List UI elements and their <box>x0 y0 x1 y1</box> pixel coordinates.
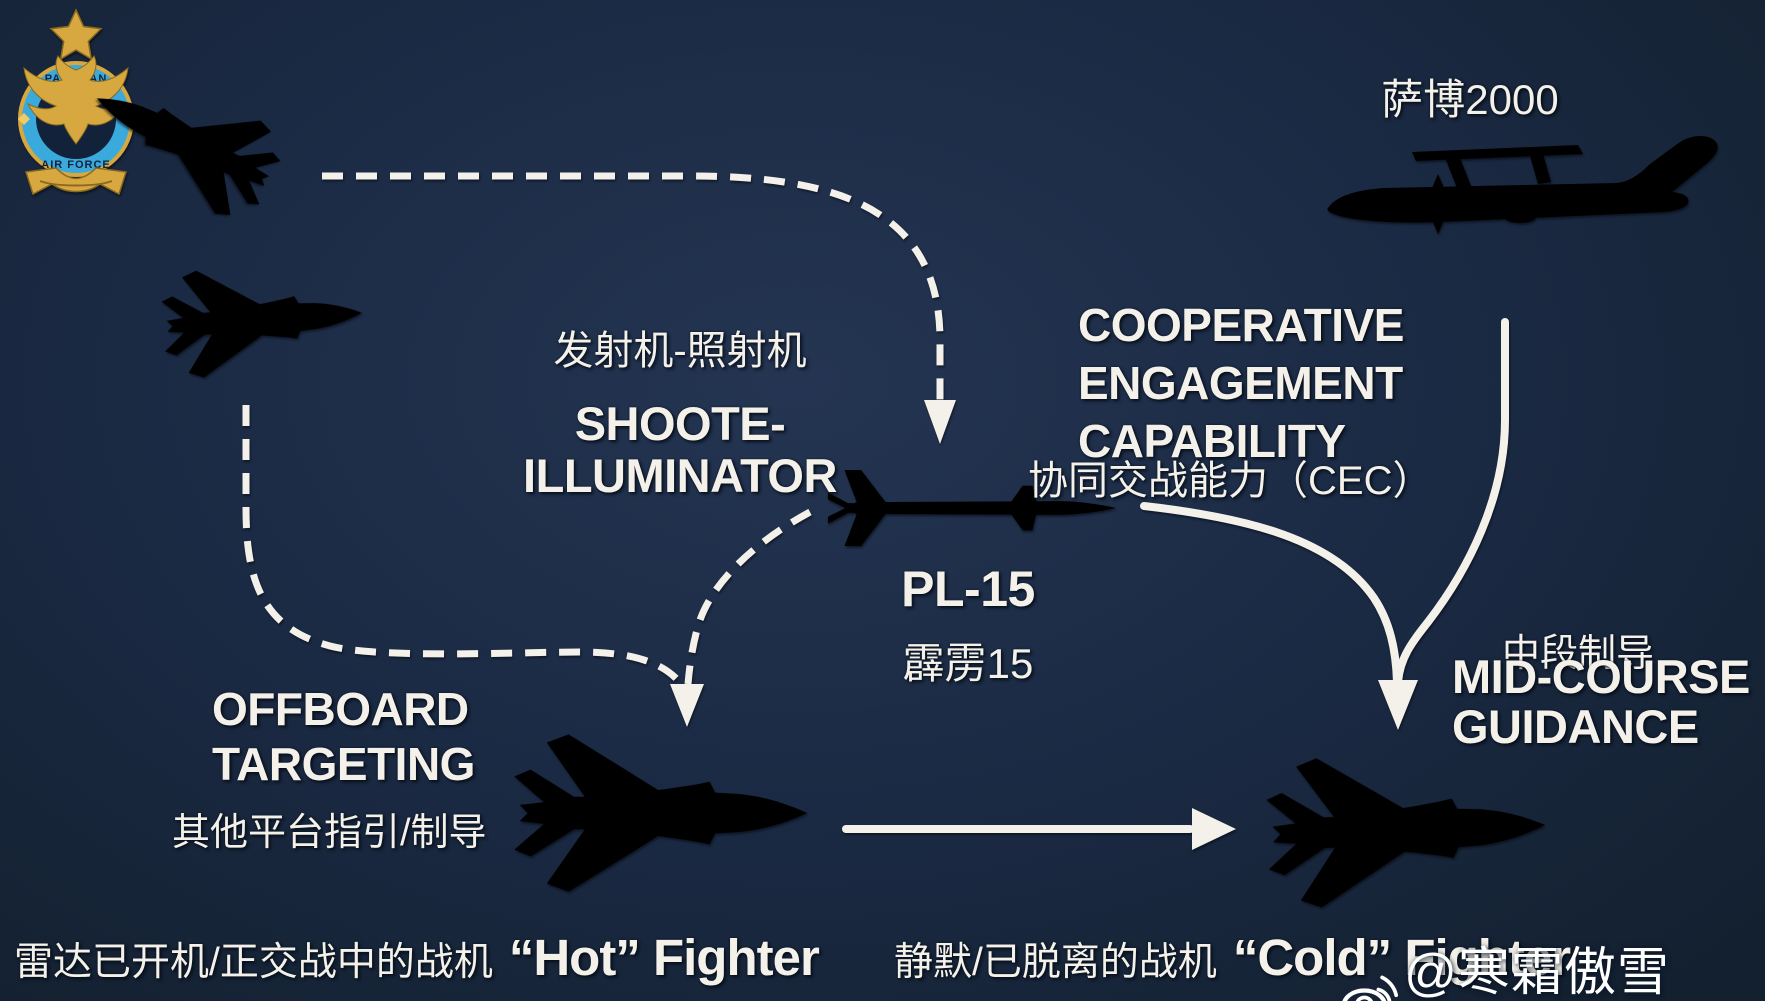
cold-fighter-caption: 静默/已脱离的战机 “Cold” Fighter <box>894 928 1571 987</box>
solid-curve-awacs-path <box>1394 318 1509 686</box>
solid-arrow-hot-to-cold-head <box>1192 808 1236 850</box>
solid-arrow-midcourse-head <box>1378 680 1418 730</box>
offboard-en-label: OFFBOARD TARGETING <box>212 682 475 792</box>
weibo-icon <box>1342 975 1399 1001</box>
dashed-arrow-illuminator-path <box>684 508 812 685</box>
cec-line3: CAPABILITY <box>1078 415 1346 467</box>
fighter-wingman-silhouette <box>159 259 366 380</box>
midcourse-line1: MID-COURSE <box>1452 650 1750 703</box>
cec-cn-label: 协同交战能力（CEC） <box>1028 459 1433 503</box>
cold-fighter-silhouette <box>1265 750 1548 910</box>
hot-fighter-en-text: “Hot” Fighter <box>508 929 820 986</box>
offboard-line2: TARGETING <box>212 738 475 790</box>
saab2000-label: 萨博2000 <box>1310 66 1630 127</box>
weibo-watermark: @寒霜傲雪2021 <box>1340 930 1765 1001</box>
weibo-handle-text: @寒霜傲雪2021 <box>1404 944 1670 1001</box>
launcher-illuminator-cn-label: 发射机-照射机 <box>553 329 807 373</box>
cec-line2: ENGAGEMENT <box>1078 357 1403 409</box>
cec-line1: COOPERATIVE <box>1078 299 1404 351</box>
midcourse-en-label: MID-COURSE GUIDANCE <box>1452 652 1750 752</box>
saab2000-label-text: 萨博2000 <box>1381 76 1559 123</box>
solid-curve-cec-path <box>1140 502 1401 686</box>
hot-fighter-silhouette <box>514 734 808 892</box>
offboard-cn-label: 其他平台指引/制导 <box>172 812 487 854</box>
roundel-bottom-text: AIR FORCE <box>41 159 111 171</box>
pl15-name-label: PL-15 <box>901 561 1035 617</box>
midcourse-line2: GUIDANCE <box>1452 700 1699 753</box>
paf-roundel: PAKISTAN AIR FORCE <box>18 8 134 196</box>
offboard-line1: OFFBOARD <box>212 683 469 735</box>
pl15-cn-label: 霹雳15 <box>902 640 1034 687</box>
dashed-arrow-launch-path <box>322 172 944 402</box>
dashed-arrow-merge-head <box>670 684 704 727</box>
cold-fighter-cn-text: 静默/已脱离的战机 <box>894 941 1217 984</box>
hot-fighter-cn-text: 雷达已开机/正交战中的战机 <box>14 941 493 984</box>
roundel-star-icon <box>49 8 103 61</box>
shooter-illuminator-line1: SHOOTE- <box>574 397 786 450</box>
hot-fighter-caption: 雷达已开机/正交战中的战机 “Hot” Fighter <box>14 928 820 987</box>
shooter-illuminator-en-label: SHOOTE- ILLUMINATOR <box>480 398 880 502</box>
cold-fighter-en-text: “Cold” Fighter <box>1232 929 1571 986</box>
midcourse-cn-label: 中段制导 <box>1502 633 1655 675</box>
saab2000-awacs-silhouette <box>1327 136 1718 234</box>
dashed-arrow-offboard-path <box>242 405 687 691</box>
dashed-arrow-launch-head <box>924 400 956 444</box>
cec-en-label: COOPERATIVE ENGAGEMENT CAPABILITY <box>1078 296 1404 470</box>
roundel-scroll-icon <box>25 167 127 196</box>
shooter-illuminator-line2: ILLUMINATOR <box>523 449 837 502</box>
